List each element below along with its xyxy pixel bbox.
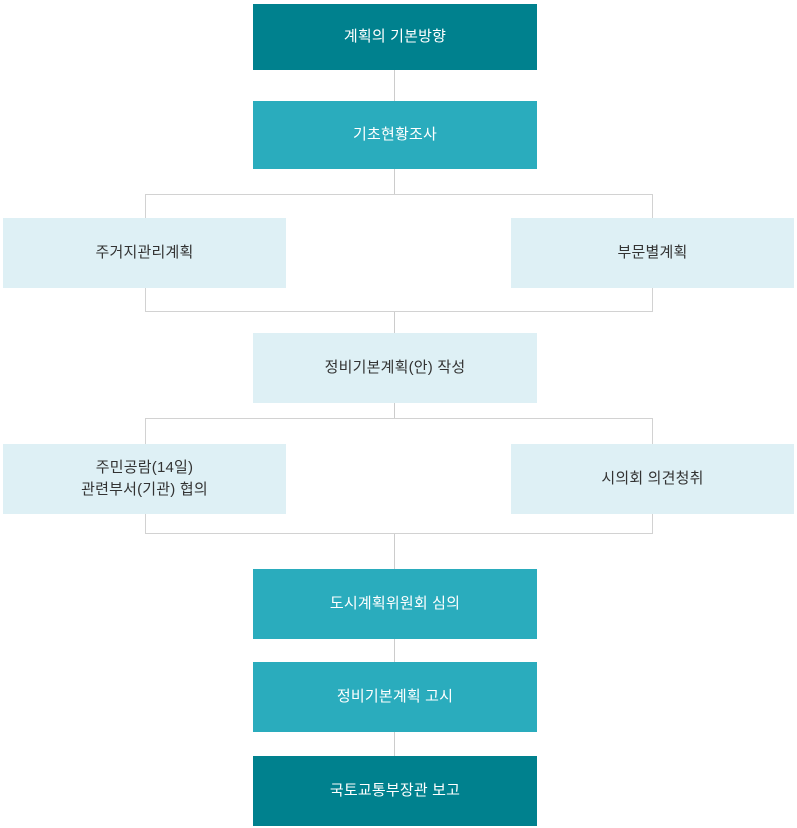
- connector-line: [394, 403, 395, 418]
- node-label: 부문별계획: [617, 244, 688, 261]
- node-label: 주거지관리계획: [95, 244, 194, 261]
- connector-line: [394, 169, 395, 194]
- node-draft-master-plan: 정비기본계획(안) 작성: [253, 333, 537, 403]
- connector-line: [394, 639, 395, 662]
- node-public-inspection-consultation: 주민공람(14일) 관련부서(기관) 협의: [3, 444, 286, 514]
- node-plan-basic-direction: 계획의 기본방향: [253, 4, 537, 70]
- node-label: 정비기본계획 고시: [336, 688, 454, 705]
- node-label: 도시계획위원회 심의: [329, 595, 461, 612]
- node-label-line1: 주민공람(14일): [95, 459, 194, 476]
- node-basic-status-survey: 기초현황조사: [253, 101, 537, 169]
- connector-line: [394, 534, 395, 569]
- node-minister-report: 국토교통부장관 보고: [253, 756, 537, 826]
- node-label: 정비기본계획(안) 작성: [324, 359, 466, 376]
- node-residential-management-plan: 주거지관리계획: [3, 218, 286, 288]
- node-sectoral-plan: 부문별계획: [511, 218, 794, 288]
- node-label: 국토교통부장관 보고: [329, 782, 461, 799]
- node-label-line2: 관련부서(기관) 협의: [81, 481, 208, 498]
- node-label: 계획의 기본방향: [343, 28, 447, 45]
- connector-line: [394, 312, 395, 333]
- connector-line: [394, 732, 395, 756]
- node-master-plan-notice: 정비기본계획 고시: [253, 662, 537, 732]
- node-label: 시의회 의견청취: [601, 470, 704, 487]
- node-city-council-hearing: 시의회 의견청취: [511, 444, 794, 514]
- connector-line: [394, 70, 395, 101]
- node-label: 기초현황조사: [352, 126, 437, 143]
- node-urban-planning-committee-review: 도시계획위원회 심의: [253, 569, 537, 639]
